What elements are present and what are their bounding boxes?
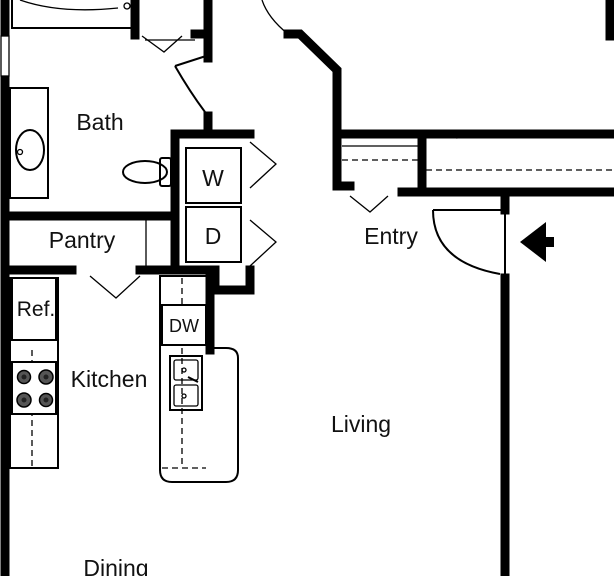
entry-closet-door <box>349 195 389 213</box>
laundry-door-top <box>249 141 277 189</box>
sink-bowl <box>15 129 45 171</box>
island-counter <box>159 275 239 483</box>
entry-arrow-icon <box>520 222 546 262</box>
sink-basin-2 <box>173 384 199 407</box>
hall-angled-wall <box>283 29 355 191</box>
laundry-wall <box>170 129 255 215</box>
dryer-label: D <box>205 223 222 249</box>
room-label-dining: Dining <box>83 555 148 576</box>
kitchen-sink <box>169 355 203 411</box>
kitchen: Ref. DW <box>9 275 239 483</box>
laundry: W D <box>185 141 277 267</box>
washer-box <box>185 147 242 204</box>
room-label-kitchen: Kitchen <box>71 366 148 392</box>
toilet-bowl <box>122 160 168 184</box>
room-label-entry: Entry <box>364 223 418 249</box>
dryer-box <box>185 206 242 263</box>
closet-door-swing <box>141 35 183 53</box>
sink-faucet <box>16 148 24 156</box>
room-label-bath: Bath <box>76 109 123 135</box>
refrigerator <box>11 277 57 341</box>
pantry-door <box>89 275 141 299</box>
washer-label: W <box>202 165 224 191</box>
hall-door-swing <box>261 0 289 35</box>
tub-drain <box>123 2 131 10</box>
sink-basin-1 <box>173 359 199 381</box>
bath-fixtures <box>9 0 207 199</box>
entry-arrow-tail <box>540 237 554 247</box>
entry-closet-wall <box>332 129 427 197</box>
bath-window <box>0 35 10 77</box>
entry <box>261 0 614 276</box>
bedroom-closet-door-1 <box>455 131 561 139</box>
tub-inner <box>19 0 119 11</box>
bath-door <box>174 55 207 113</box>
burners <box>16 369 54 408</box>
room-label-pantry: Pantry <box>49 227 116 253</box>
toilet-tank <box>159 157 172 187</box>
room-labels: Bath Pantry Kitchen Living Entry Dining <box>49 109 419 576</box>
refrigerator-label: Ref. <box>17 298 56 321</box>
dishwasher-label: DW <box>169 316 199 336</box>
dishwasher <box>161 304 207 346</box>
laundry-door-bottom <box>249 219 277 267</box>
front-door <box>432 209 505 275</box>
pantry <box>89 220 147 299</box>
vanity <box>9 87 49 199</box>
laundry-notch <box>210 265 255 295</box>
room-label-living: Living <box>331 411 391 437</box>
tub <box>11 0 134 29</box>
